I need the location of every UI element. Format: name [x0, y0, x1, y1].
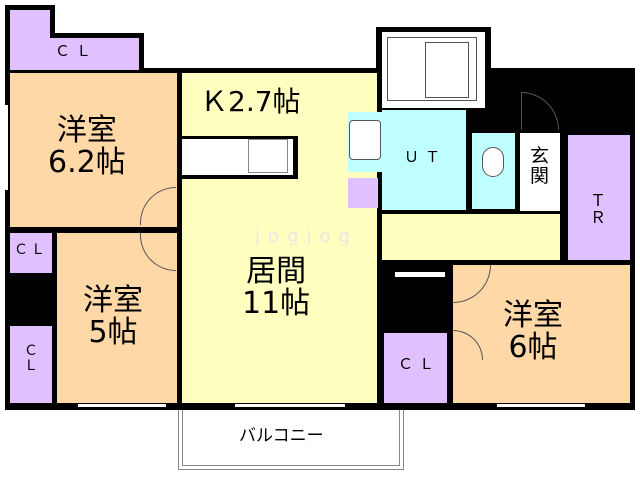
utility-room: ＵＴ: [382, 110, 466, 210]
room-c-label: 洋室 6帖: [503, 298, 563, 365]
closet-right: ＣＬ: [384, 333, 447, 403]
closet-top-label: ＣＬ: [55, 42, 98, 60]
bathroom: [382, 32, 485, 108]
balcony-inner-rail: [182, 410, 400, 466]
hallway: [382, 214, 560, 260]
entrance: 玄 関: [520, 133, 560, 211]
closet-left-top: ＣＬ: [10, 233, 52, 273]
living-kitchen: Ｋ2.7帖 居間 11帖: [182, 73, 377, 403]
ut-label: ＵＴ: [404, 148, 447, 166]
bath-outline: [387, 37, 477, 101]
kitchen-label: Ｋ2.7帖: [200, 85, 301, 118]
toilet-room: [472, 133, 515, 209]
room-a-label: 洋室 6.2帖: [48, 113, 126, 180]
balcony-label: バルコニー: [239, 426, 324, 446]
toilet-icon: [482, 147, 504, 177]
tr-wall: [562, 168, 568, 263]
room-a-window: [5, 105, 8, 190]
entrance-label: 玄 関: [530, 145, 550, 187]
living-label: 居間 11帖: [242, 254, 311, 321]
tr-label: Ｔ Ｒ: [590, 191, 607, 227]
closet-left-top-label: ＣＬ: [14, 242, 48, 258]
room-b-window: [78, 404, 166, 407]
storage-tr: Ｔ Ｒ: [568, 135, 630, 260]
washbasin-icon: [349, 120, 381, 160]
small-closet: [348, 178, 378, 208]
closet-top-main: ＣＬ: [10, 38, 139, 70]
sink-icon: [248, 139, 288, 173]
closet-right-shelf: [395, 272, 445, 277]
bathtub-icon: [425, 42, 469, 98]
closet-left-bottom-label: Ｃ Ｌ: [24, 343, 38, 374]
closet-right-label: ＣＬ: [398, 355, 441, 373]
room-b-label: 洋室 5帖: [83, 283, 143, 350]
closet-left-bottom: Ｃ Ｌ: [10, 326, 52, 403]
living-window: [235, 404, 345, 407]
room-c-window: [497, 404, 585, 407]
balcony: バルコニー: [178, 410, 404, 470]
watermark: jogjog: [255, 226, 358, 247]
